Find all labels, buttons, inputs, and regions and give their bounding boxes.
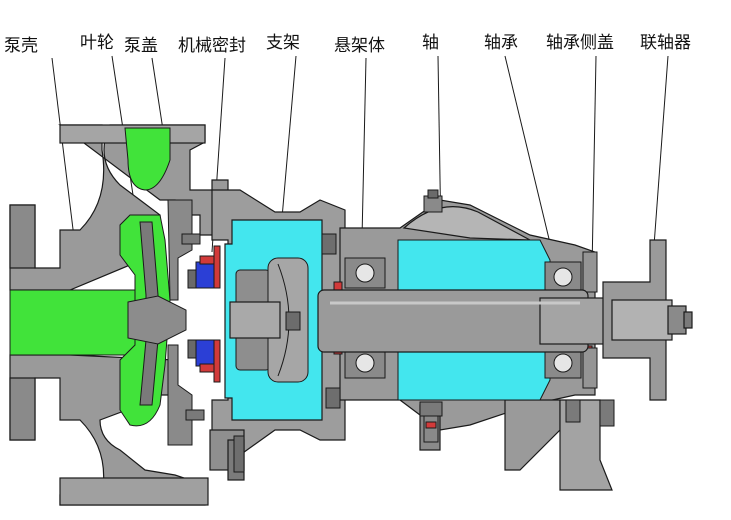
label-bearing: 轴承 bbox=[484, 33, 518, 53]
bearings bbox=[333, 257, 593, 379]
vent-plug bbox=[423, 189, 443, 213]
leader-line-bearing-housing bbox=[361, 57, 367, 239]
drain-plug bbox=[419, 401, 443, 443]
label-mechanical-seal: 机械密封 bbox=[178, 36, 246, 56]
label-bracket: 支架 bbox=[266, 33, 300, 53]
shaft bbox=[229, 289, 621, 353]
discharge-channel-fluid bbox=[124, 127, 171, 191]
label-coupling: 联轴器 bbox=[640, 33, 691, 53]
foot-bolts bbox=[233, 399, 615, 473]
bracket-top-bolt bbox=[321, 233, 341, 409]
label-bearing-side-cover: 轴承侧盖 bbox=[546, 33, 614, 53]
bearing-rear-top bbox=[544, 261, 582, 293]
leader-line-bracket bbox=[281, 55, 297, 219]
coupling bbox=[602, 239, 693, 401]
impeller bbox=[127, 221, 187, 406]
suction-inlet-fluid bbox=[9, 289, 141, 356]
label-pump-casing: 泵壳 bbox=[4, 36, 38, 56]
label-pump-cover: 泵盖 bbox=[124, 36, 158, 56]
label-bearing-housing: 悬架体 bbox=[334, 36, 385, 56]
label-impeller: 叶轮 bbox=[80, 33, 114, 53]
leader-line-bearing bbox=[504, 55, 557, 269]
label-shaft: 轴 bbox=[422, 33, 439, 53]
mechanical-seal bbox=[181, 233, 221, 421]
leader-line-bearing-side-cover bbox=[591, 55, 597, 271]
bearing-side-cover bbox=[582, 251, 598, 389]
